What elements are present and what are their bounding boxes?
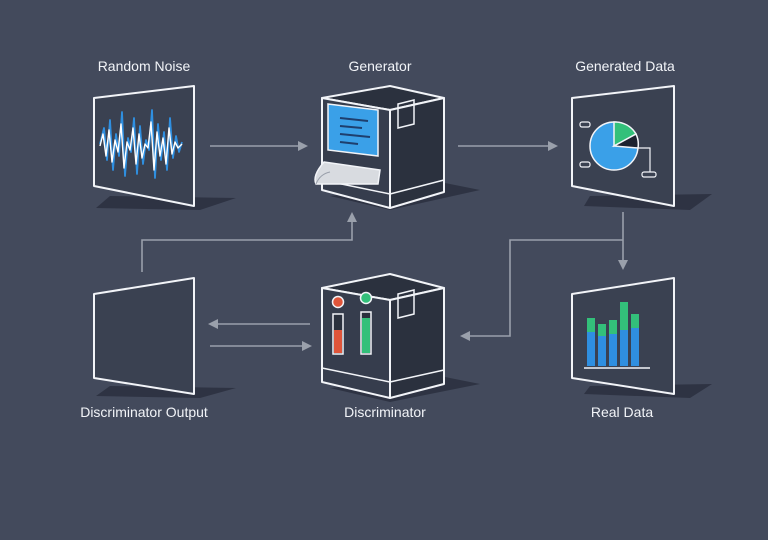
- generator-label: Generator: [348, 58, 412, 74]
- random-noise-label: Random Noise: [97, 58, 191, 74]
- real-data-label: Real Data: [590, 404, 654, 420]
- arrow-data-to-discriminator: [460, 239, 623, 341]
- discriminator-output-panel: [93, 277, 236, 398]
- discriminator-label: Discriminator: [344, 404, 426, 420]
- green-indicator-light: [359, 291, 373, 305]
- red-indicator-light: [331, 295, 345, 309]
- connectors: [141, 141, 628, 351]
- green-level-gauge: [362, 318, 370, 353]
- real-data-panel: [571, 277, 712, 398]
- generated-data-panel: [571, 85, 712, 210]
- red-level-gauge: [334, 330, 342, 353]
- arrow-feedback-to-generator: [141, 212, 357, 272]
- noise-wave-icon: [99, 109, 183, 179]
- random-noise-panel: [93, 85, 236, 210]
- generator-paper-output: [314, 161, 381, 185]
- generated-data-label: Generated Data: [575, 58, 675, 74]
- discriminator-output-label: Discriminator Output: [80, 404, 208, 420]
- generator-screen: [327, 103, 379, 157]
- bar-chart-icon: [584, 302, 650, 369]
- discriminator-machine: [321, 273, 480, 402]
- generator-machine: [314, 85, 480, 210]
